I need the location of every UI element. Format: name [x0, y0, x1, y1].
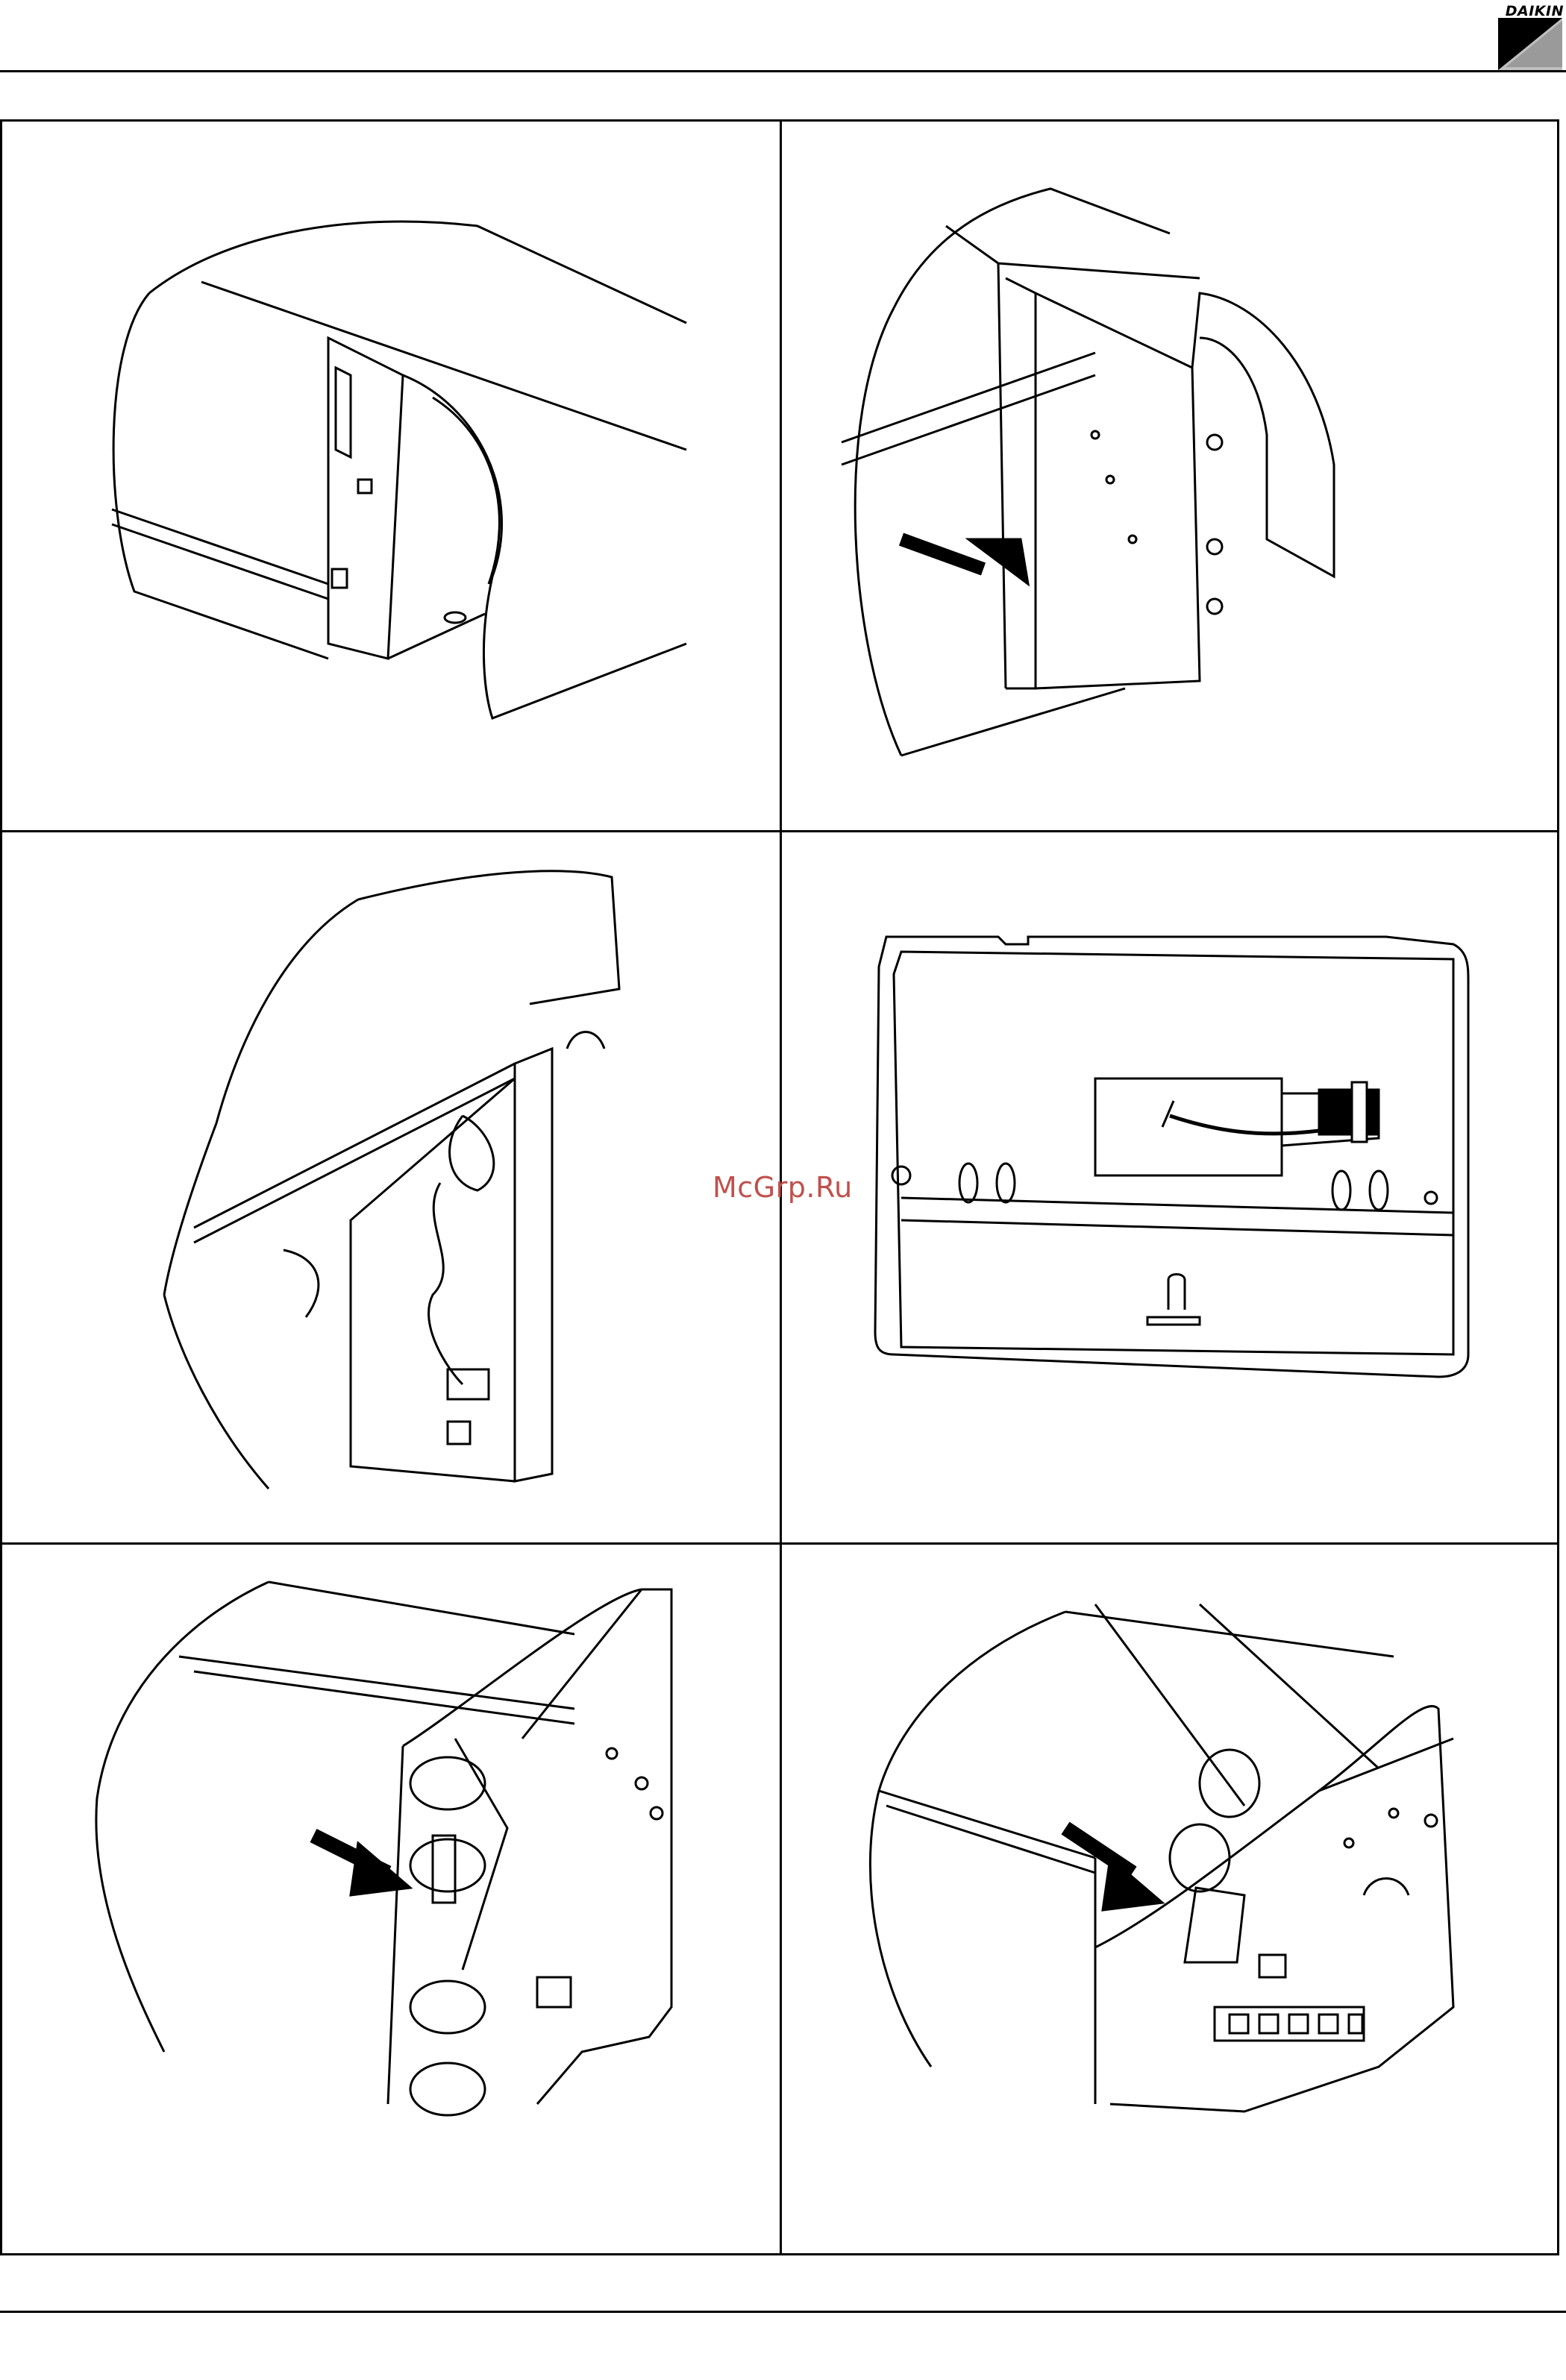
control-box-wiring-drawing-icon	[0, 832, 780, 1545]
figure-side-panel-open	[782, 122, 1562, 834]
footer-rule	[0, 2311, 1566, 2313]
figure-sensor-location-terminal	[782, 1545, 1562, 2257]
sensor-location-arrow-drawing-icon	[0, 1545, 780, 2257]
terminal-cover-drawing-icon	[782, 832, 1562, 1545]
figure-side-panel-removal	[0, 122, 780, 834]
logo-triangle-icon	[1498, 16, 1564, 72]
figure-terminal-cover	[782, 832, 1562, 1545]
figure-sensor-location	[0, 1545, 780, 2257]
side-panel-removal-drawing-icon	[0, 122, 780, 834]
header-rule	[0, 70, 1566, 72]
daikin-logo: DAIKIN	[1498, 0, 1564, 72]
watermark: McGrp.Ru	[712, 1171, 853, 1204]
figure-control-box-wiring	[0, 832, 780, 1545]
side-panel-open-arrow-drawing-icon	[782, 122, 1562, 834]
sensor-location-terminal-drawing-icon	[782, 1545, 1562, 2257]
